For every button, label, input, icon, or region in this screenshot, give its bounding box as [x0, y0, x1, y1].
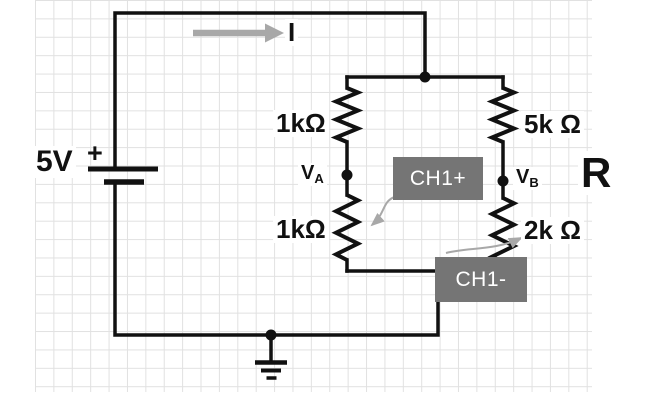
- resistor-r4-zigzag: [487, 196, 519, 264]
- current-label: I: [285, 18, 299, 47]
- junction-dots: [265, 71, 509, 341]
- resistor-r2-zigzag: [331, 193, 363, 262]
- node-va-dot: [341, 169, 353, 181]
- load-r-label: R: [578, 150, 615, 196]
- probe-ch1-minus-box: CH1-: [435, 257, 527, 302]
- resistor-zigzags: [330, 86, 520, 264]
- node-va-label: VA: [298, 163, 327, 186]
- battery-plus-sign: +: [87, 138, 103, 168]
- graph-paper-grid: [35, 0, 592, 392]
- resistor-r3-label: 5k Ω: [521, 110, 584, 139]
- probe-ch1-plus-label: CH1+: [409, 166, 467, 190]
- resistor-r3-zigzag: [486, 86, 520, 144]
- current-arrow-icon: [193, 23, 284, 43]
- battery-icon: [88, 166, 158, 185]
- resistor-r1-label: 1kΩ: [273, 109, 329, 138]
- resistor-r1-zigzag: [330, 86, 364, 144]
- node-vb-subscript: B: [529, 175, 539, 190]
- probe-ch1-minus-label: CH1-: [455, 267, 507, 291]
- node-va-symbol: V: [301, 162, 315, 184]
- ch1-plus-leader-arrow: [370, 195, 398, 227]
- probe-leader-arrows: [370, 195, 523, 254]
- node-vb-symbol: V: [516, 166, 530, 188]
- probe-ch1-plus-box: CH1+: [393, 157, 483, 200]
- resistor-r2-label: 1kΩ: [273, 215, 329, 244]
- ch1-minus-leader-arrow: [445, 237, 523, 254]
- ground-icon: [255, 335, 287, 380]
- top-junction-dot: [419, 71, 431, 83]
- resistor-r4-label: 2k Ω: [521, 216, 584, 245]
- source-voltage-label: 5V: [33, 146, 76, 178]
- node-vb-label: VB: [513, 167, 542, 190]
- node-vb-dot: [497, 175, 509, 187]
- node-va-subscript: A: [314, 171, 324, 186]
